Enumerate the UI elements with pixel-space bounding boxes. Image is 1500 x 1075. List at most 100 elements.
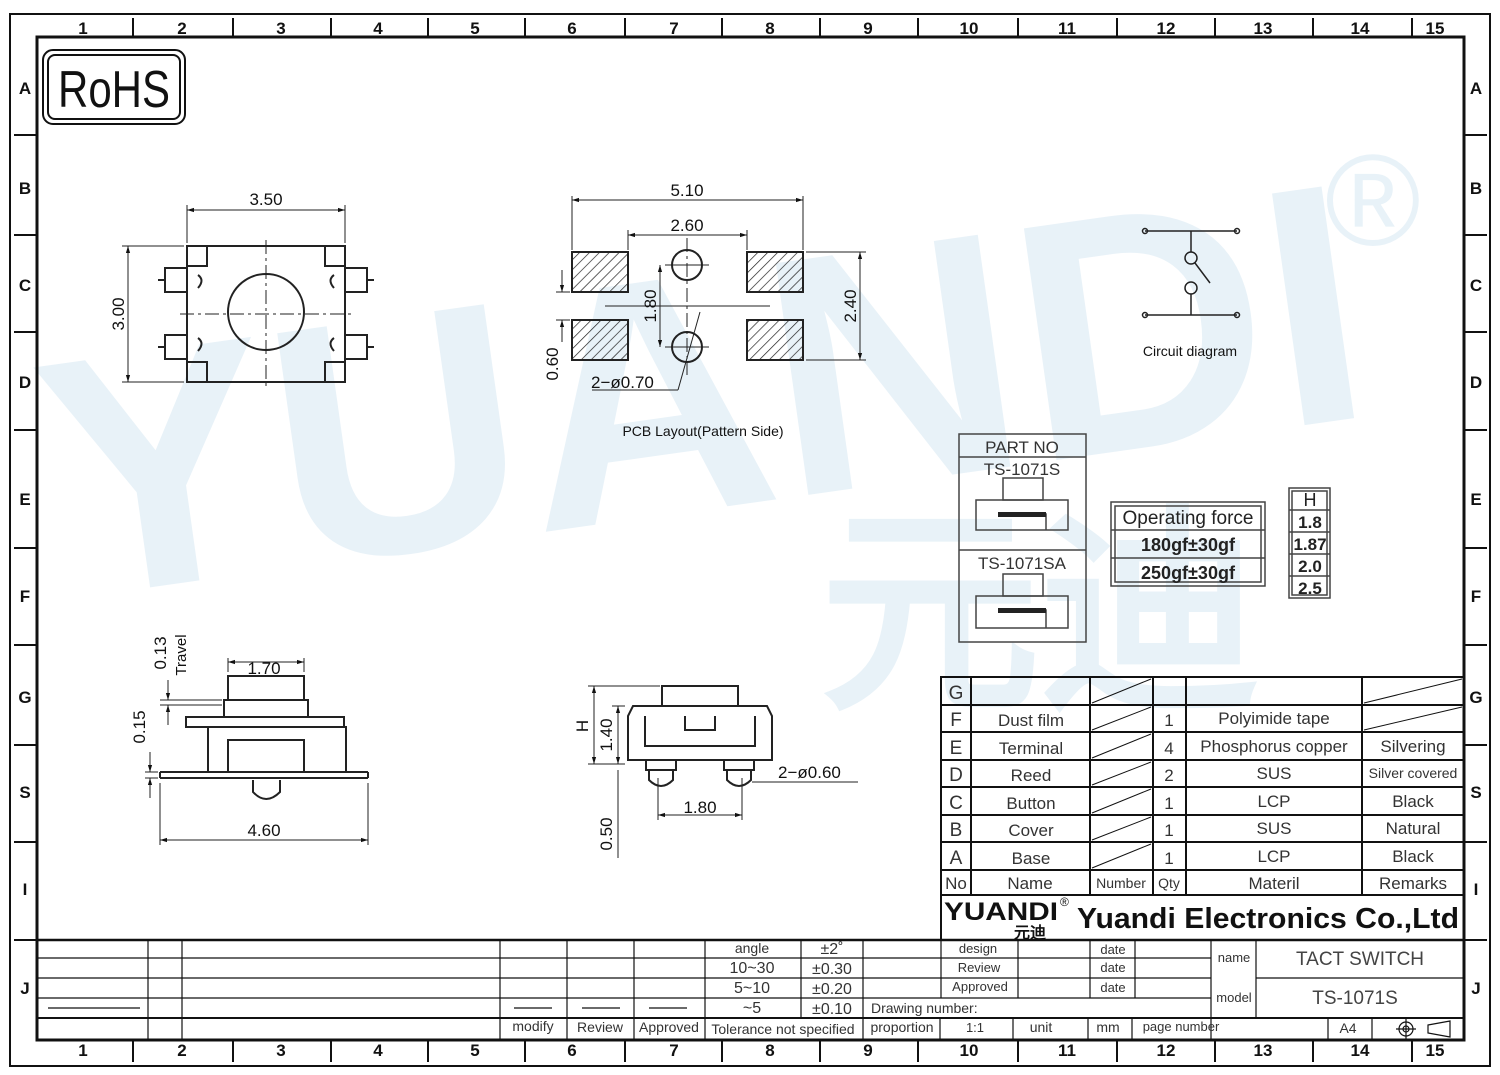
bom-material: SUS xyxy=(1257,819,1292,838)
column-label-top: 15 xyxy=(1426,19,1445,38)
company-logo-registered: ® xyxy=(1060,895,1069,909)
column-label-top: 13 xyxy=(1254,19,1273,38)
bom-header-material: Materil xyxy=(1248,874,1299,893)
title-block-lines xyxy=(37,938,1464,1040)
company-logo: YUANDI xyxy=(944,898,1058,926)
bom-remarks: Black xyxy=(1392,792,1434,811)
bom-qty: 1 xyxy=(1164,711,1173,730)
height-header: H xyxy=(1304,490,1317,510)
force-table xyxy=(1110,501,1266,587)
signoff-date-3: date xyxy=(1100,980,1125,995)
column-label-top: 8 xyxy=(765,19,774,38)
tolerance-value: ±0.10 xyxy=(812,1001,852,1018)
proportion-label: proportion xyxy=(870,1019,933,1035)
row-label-left: G xyxy=(18,688,31,707)
bom-remarks: Natural xyxy=(1386,819,1441,838)
bom-material: Phosphorus copper xyxy=(1200,737,1348,756)
side-top-dim: 1.70 xyxy=(247,659,280,678)
rohs-badge: RoHS xyxy=(42,49,186,125)
top-view xyxy=(122,205,374,388)
name-value: TACT SWITCH xyxy=(1296,949,1424,970)
bom-qty: 1 xyxy=(1164,849,1173,868)
top-height-dim: 3.00 xyxy=(109,297,128,330)
column-label-bottom: 1 xyxy=(78,1041,87,1060)
row-label-right: C xyxy=(1470,276,1482,295)
row-label-right: S xyxy=(1470,783,1481,802)
front-pitch-dim: 1.80 xyxy=(683,798,716,817)
bom-no: D xyxy=(949,765,963,786)
row-label-right: A xyxy=(1470,79,1482,98)
tolerance-rows: angle±2˚10~30±0.305~10±0.20~5±0.10 xyxy=(730,940,853,1018)
signoff-review: Review xyxy=(958,960,1001,975)
bom-header-number: Number xyxy=(1096,875,1146,891)
rohs-label: RoHS xyxy=(58,61,170,119)
page-number-label: page number xyxy=(1143,1019,1220,1034)
tolerance-value: ±0.20 xyxy=(812,981,852,998)
bom-no: E xyxy=(950,738,963,759)
row-label-right: E xyxy=(1470,490,1481,509)
bom-header-no: No xyxy=(945,874,967,893)
model-value: TS-1071S xyxy=(1312,988,1398,1009)
bom-qty: 1 xyxy=(1164,821,1173,840)
company-name: Yuandi Electronics Co.,Ltd xyxy=(1077,903,1459,935)
bom-remarks: Silver covered xyxy=(1369,765,1458,781)
outer-frame xyxy=(9,13,1491,1067)
drawing-number-label: Drawing number: xyxy=(871,1000,978,1016)
side-gap-dim: 0.15 xyxy=(130,710,149,743)
tolerance-range: angle xyxy=(735,940,769,956)
column-labels: 1122334455667788991010111112121313141415… xyxy=(78,19,1444,1060)
height-table xyxy=(1288,487,1331,599)
bom-no: G xyxy=(949,683,964,704)
column-label-top: 7 xyxy=(669,19,678,38)
row-label-left: A xyxy=(19,79,31,98)
height-value-1: 1.8 xyxy=(1298,513,1322,532)
column-label-top: 10 xyxy=(960,19,979,38)
bom-name: Reed xyxy=(1011,766,1052,785)
column-label-bottom: 12 xyxy=(1157,1041,1176,1060)
front-pegs-dim: 2−ø0.60 xyxy=(778,763,841,782)
projection-symbol xyxy=(1396,1019,1451,1039)
unit-value: mm xyxy=(1096,1019,1119,1035)
ruler-ticks xyxy=(14,18,1487,1062)
signoff-approved: Approved xyxy=(952,979,1008,994)
inner-frame xyxy=(35,35,1466,1042)
column-label-bottom: 3 xyxy=(276,1041,285,1060)
column-label-bottom: 15 xyxy=(1426,1041,1445,1060)
row-label-left: B xyxy=(19,179,31,198)
column-label-top: 5 xyxy=(470,19,479,38)
bom-material: LCP xyxy=(1257,792,1290,811)
company-band: YUANDI ® 元迪 Yuandi Electronics Co.,Ltd xyxy=(940,895,1459,942)
column-label-bottom: 4 xyxy=(373,1041,383,1060)
part-no-table xyxy=(958,433,1087,643)
tolerance-value: ±2˚ xyxy=(820,941,843,958)
bom-material: LCP xyxy=(1257,847,1290,866)
row-label-right: B xyxy=(1470,179,1482,198)
column-label-top: 11 xyxy=(1058,19,1076,38)
signoff-date-2: date xyxy=(1100,960,1125,975)
bom-name: Dust film xyxy=(998,711,1064,730)
bom-name: Base xyxy=(1012,849,1051,868)
revision-review: Review xyxy=(577,1019,624,1035)
bom-header-remarks: Remarks xyxy=(1379,874,1447,893)
revision-modify: modify xyxy=(512,1018,553,1034)
pcb-holes-dim: 2−ø0.70 xyxy=(591,373,654,392)
column-label-bottom: 6 xyxy=(567,1041,576,1060)
row-label-right: J xyxy=(1471,979,1480,998)
bom-header-name: Name xyxy=(1007,874,1052,893)
row-label-right: D xyxy=(1470,373,1482,392)
tolerance-range: 10~30 xyxy=(730,960,775,977)
side-travel-dim: 0.13 xyxy=(151,636,170,669)
row-label-left: C xyxy=(19,276,31,295)
column-label-top: 4 xyxy=(373,19,383,38)
bom-name: Terminal xyxy=(999,739,1063,758)
front-h-dim: H xyxy=(573,720,592,732)
column-label-top: 12 xyxy=(1157,19,1176,38)
force-value-2: 250gf±30gf xyxy=(1141,563,1236,583)
column-label-bottom: 10 xyxy=(960,1041,979,1060)
